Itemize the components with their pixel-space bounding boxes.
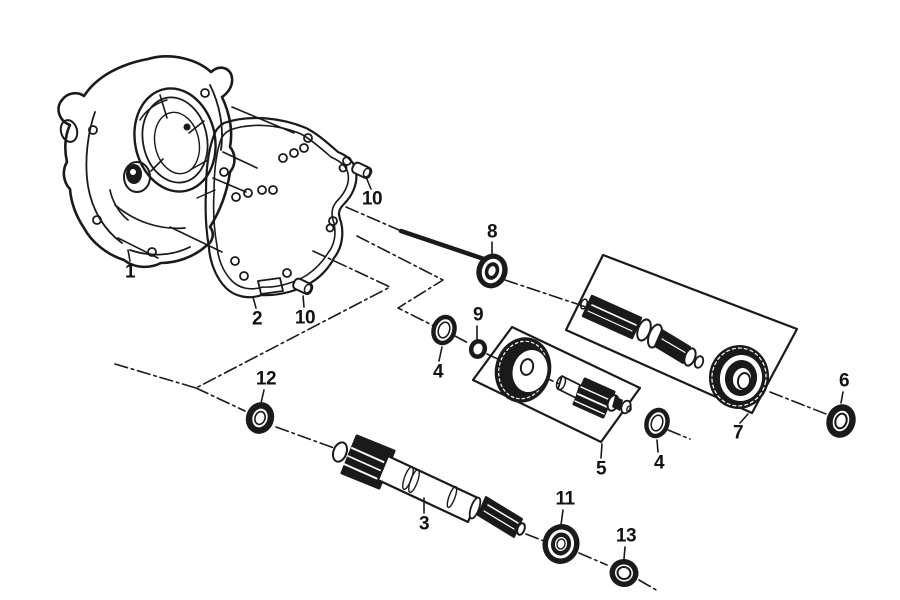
centerline-main-c bbox=[769, 391, 827, 415]
callout-part-13[interactable]: 13 bbox=[615, 525, 637, 547]
bearing-4-right-drawing bbox=[644, 407, 670, 439]
bearing-4-left-drawing bbox=[431, 314, 457, 346]
shaft-7-drawing bbox=[579, 294, 770, 409]
callout-part-9[interactable]: 9 bbox=[472, 304, 484, 326]
seal-12-drawing bbox=[245, 402, 275, 434]
callout-part-11[interactable]: 11 bbox=[555, 488, 575, 510]
centerline-low-e bbox=[638, 579, 659, 592]
drive-shaft-drawing bbox=[331, 434, 526, 538]
seal-13-drawing bbox=[609, 558, 639, 588]
centerline-low-d bbox=[578, 552, 608, 566]
callout-part-6[interactable]: 6 bbox=[838, 370, 850, 392]
gear-set-5-box bbox=[471, 325, 642, 444]
callout-part-8[interactable]: 8 bbox=[486, 221, 498, 243]
gasket-drawing bbox=[204, 116, 358, 299]
centerline-low-a bbox=[195, 387, 246, 412]
main-shaft-stub-line bbox=[398, 228, 490, 263]
centerline-low-zigzag bbox=[195, 250, 391, 389]
gear-set-5-drawing bbox=[494, 337, 632, 419]
dowel-pin-lower bbox=[292, 277, 314, 296]
centerline-mid-zigzag bbox=[356, 235, 444, 328]
centerline-mid-d bbox=[667, 429, 691, 440]
centerline-low-b bbox=[275, 426, 335, 449]
centerline-main-a bbox=[345, 206, 400, 231]
callout-part-1[interactable]: 1 bbox=[124, 261, 136, 283]
shaft-7-box bbox=[564, 253, 799, 415]
leader-lines bbox=[127, 176, 844, 560]
cover-bolt-holes bbox=[88, 88, 229, 257]
dowel-pin-upper bbox=[351, 161, 373, 180]
callout-part-10-upper[interactable]: 10 bbox=[361, 188, 383, 210]
callout-part-10-lower[interactable]: 10 bbox=[294, 307, 316, 329]
callout-part-5[interactable]: 5 bbox=[595, 458, 607, 480]
centerline-low-arm bbox=[114, 363, 197, 389]
gasket-holes bbox=[230, 133, 352, 281]
bearing-11-drawing bbox=[542, 524, 580, 564]
callout-part-7[interactable]: 7 bbox=[732, 422, 744, 444]
seal-6-drawing bbox=[826, 404, 856, 438]
crankcase-cover-drawing bbox=[57, 55, 236, 269]
washer-9-drawing bbox=[468, 339, 488, 359]
centerline-main-b bbox=[504, 279, 587, 308]
bearing-8-drawing bbox=[476, 253, 508, 289]
centerline-mid-a bbox=[454, 335, 471, 345]
callout-part-12[interactable]: 12 bbox=[255, 368, 277, 390]
callout-part-4-left[interactable]: 4 bbox=[432, 361, 444, 383]
callout-part-4-right[interactable]: 4 bbox=[653, 452, 665, 474]
callout-part-2[interactable]: 2 bbox=[251, 308, 263, 330]
centerline-low-c bbox=[525, 533, 545, 542]
callout-part-3[interactable]: 3 bbox=[418, 513, 430, 535]
